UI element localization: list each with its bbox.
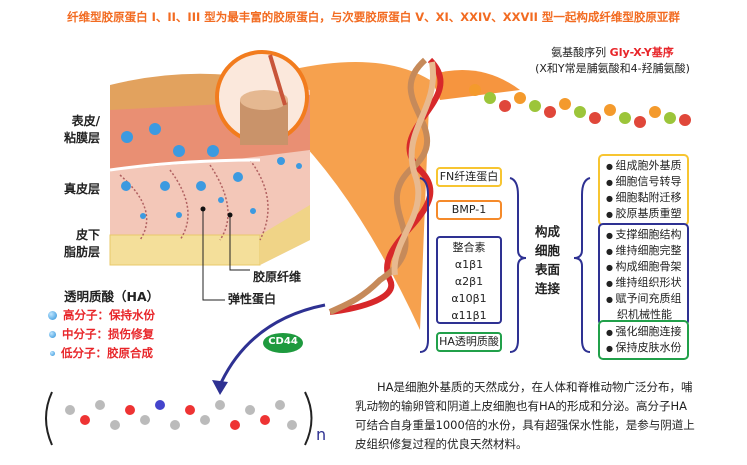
functions-green: 强化细胞连接保持皮肤水份 bbox=[598, 320, 689, 360]
amino-note: (X和Y常是脯氨酸和4-羟脯氨酸) bbox=[535, 62, 690, 75]
bracket-right bbox=[304, 391, 313, 446]
bracket-left bbox=[45, 391, 53, 446]
leader-lines bbox=[202, 209, 250, 301]
cd44-badge bbox=[263, 333, 303, 353]
cd44-label: CD44 bbox=[268, 336, 298, 347]
ha-molecule-model bbox=[65, 400, 297, 430]
amino-label: 氨基酸序列 bbox=[551, 46, 607, 59]
small-dot-icon bbox=[50, 351, 55, 356]
label-elastin: 弹性蛋白 bbox=[228, 292, 277, 306]
integrin-title: 整合素 bbox=[452, 241, 486, 254]
integrin-item: α10β1 bbox=[451, 292, 487, 305]
partner-ha: HA透明质酸 bbox=[436, 332, 502, 352]
repeat-subscript: n bbox=[316, 425, 327, 444]
medium-dot-icon bbox=[49, 331, 56, 338]
legend-title: 透明质酸（HA） bbox=[64, 289, 160, 304]
diagram-title: 纤维型胶原蛋白 I、II、III 型为最丰富的胶原蛋白，与次要胶原蛋白 V、XI… bbox=[67, 10, 680, 24]
label-collagen-fiber: 胶原纤维 bbox=[253, 270, 302, 284]
ha-description: HA是细胞外基质的天然成分，在人体和脊椎动物广泛分布，哺乳动物的输卵管和阴道上皮… bbox=[355, 380, 695, 451]
gly-x-y-motif: Gly-X-Y基序 bbox=[609, 46, 674, 59]
integrin-item: α11β1 bbox=[451, 309, 487, 322]
functions-yellow: 组成胞外基质细胞信号转导细胞黏附迁移胶原基质重塑 bbox=[598, 154, 689, 226]
ha-molecules bbox=[121, 123, 302, 219]
triple-helix bbox=[328, 57, 444, 315]
label-subcutaneous: 皮下 脂肪层 bbox=[63, 228, 100, 259]
integrin-item: α1β1 bbox=[454, 258, 484, 271]
legend-item-mid: 中分子：损伤修复 bbox=[48, 325, 159, 344]
center-label: 构成细胞表面连接 bbox=[535, 224, 561, 296]
partner-fn: FN纤连蛋白 bbox=[436, 167, 502, 187]
partner-bmp1: BMP-1 bbox=[436, 200, 502, 220]
amino-acid-chain bbox=[469, 84, 691, 128]
right-brace bbox=[573, 177, 591, 353]
middle-brace bbox=[509, 177, 527, 353]
ha-legend: 透明质酸（HA） 高分子：保持水份 中分子：损伤修复 低分子：胶原合成 bbox=[48, 287, 159, 363]
integrin-item: α2β1 bbox=[454, 275, 484, 288]
large-dot-icon bbox=[48, 311, 57, 320]
zoom-beam bbox=[290, 62, 430, 330]
legend-item-high: 高分子：保持水份 bbox=[48, 306, 159, 325]
functions-navy: 支撑细胞结构维持细胞完整构成细胞骨架维持组织形状赋予间充质组织机械性能 bbox=[598, 223, 689, 326]
label-dermis: 真皮层 bbox=[63, 182, 100, 196]
left-brace bbox=[419, 177, 429, 353]
legend-item-low: 低分子：胶原合成 bbox=[48, 344, 159, 363]
label-epidermis: 表皮/ 粘膜层 bbox=[63, 114, 100, 145]
amino-acid-caption: 氨基酸序列 Gly-X-Y基序 (X和Y常是脯氨酸和4-羟脯氨酸) bbox=[520, 44, 705, 76]
curved-arrow bbox=[218, 303, 326, 386]
partner-integrin: 整合素 α1β1 α2β1 α10β1 α11β1 bbox=[436, 236, 502, 324]
